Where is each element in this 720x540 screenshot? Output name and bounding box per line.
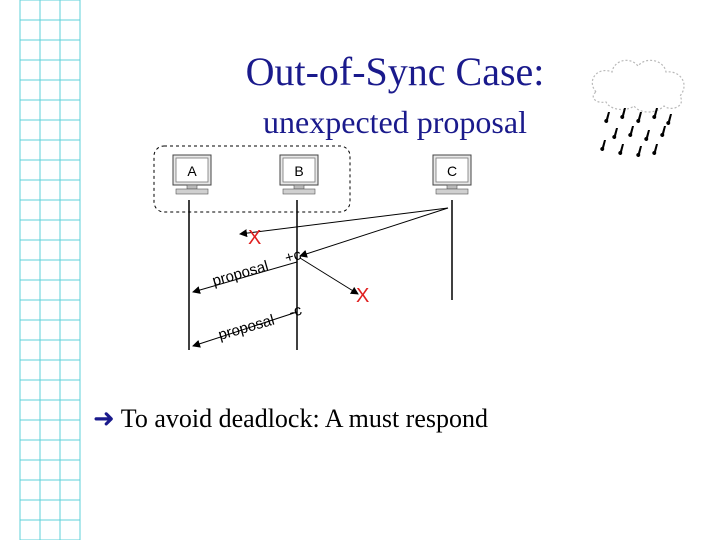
proposal-label: proposal [210,258,270,290]
right-arrow-icon: ➜ [93,404,115,433]
message-c-to-a-dropped [239,207,449,238]
node-label: C [447,163,457,179]
grid-strip [19,0,81,540]
node-a: A [172,154,212,195]
node-label: A [187,163,197,179]
conclusion-note: ➜To avoid deadlock: A must respond [93,404,488,434]
slide-title: Out-of-Sync Case: [245,49,545,94]
node-b: B [279,154,319,195]
message-b-to-c-dropped [299,257,359,295]
drop-mark-c: X [356,285,369,307]
slide-subtitle: unexpected proposal [263,104,527,140]
message-b-to-a-proposal-minus [192,311,298,348]
proposal-label: proposal [216,312,276,344]
message-b-to-a-proposal-plus [192,261,298,294]
computer-icon [172,154,212,195]
computer-icon [432,154,472,195]
computer-icon [279,154,319,195]
node-c: C [432,154,472,195]
proposal-suffix: -c [287,302,304,322]
drop-mark-a: X [248,227,261,249]
proposal-suffix: +c [283,246,304,267]
conclusion-text: To avoid deadlock: A must respond [120,404,488,433]
rain-cloud-icon [591,59,685,157]
message-c-to-b [299,207,449,258]
node-label: B [294,163,303,179]
